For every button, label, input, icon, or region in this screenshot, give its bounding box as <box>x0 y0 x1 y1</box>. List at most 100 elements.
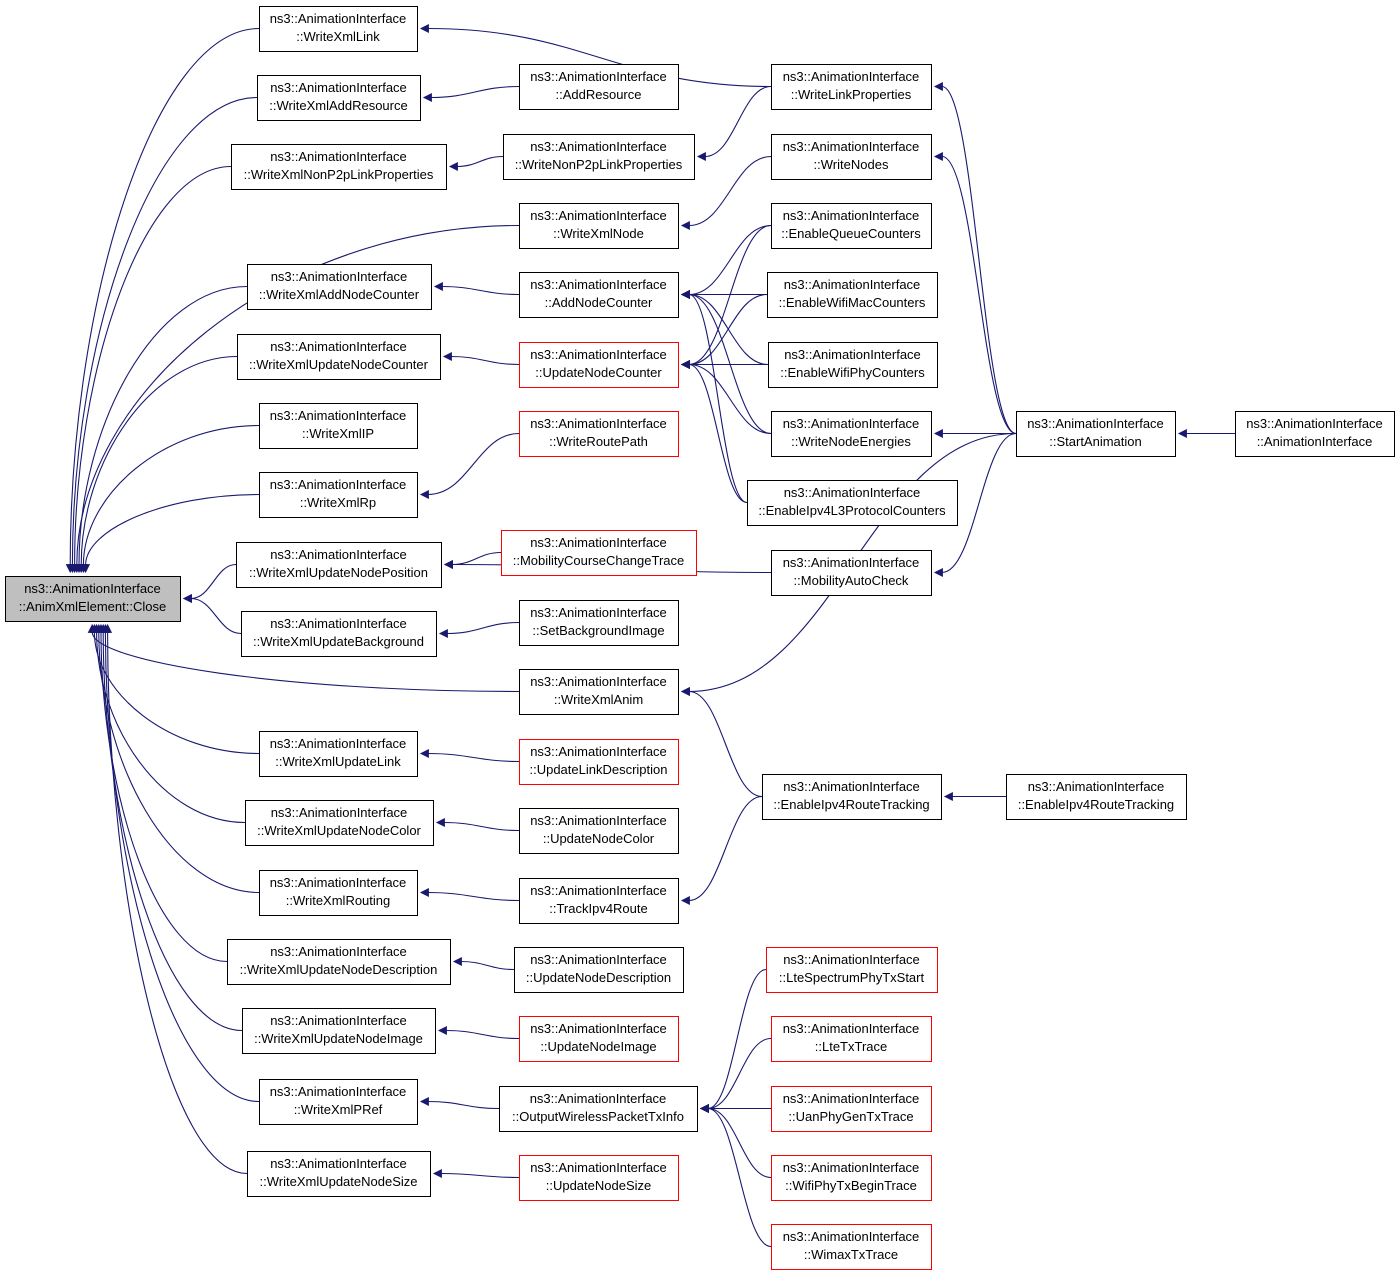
node-namespace-label: ns3::AnimationInterface <box>530 813 667 828</box>
node-track-ipv4-route[interactable]: ns3::AnimationInterface::TrackIpv4Route <box>519 878 679 924</box>
node-lte-spectrum-phy-tx-start[interactable]: ns3::AnimationInterface::LteSpectrumPhyT… <box>766 947 938 993</box>
node-method-label: ::WriteXmlLink <box>296 29 380 44</box>
node-box <box>5 576 181 622</box>
node-write-link-properties[interactable]: ns3::AnimationInterface::WriteLinkProper… <box>771 64 932 110</box>
node-namespace-label: ns3::AnimationInterface <box>783 952 920 967</box>
node-uan-phy-gen-tx-trace[interactable]: ns3::AnimationInterface::UanPhyGenTxTrac… <box>771 1086 932 1132</box>
edge-write-xml-non-p2p-to-close <box>70 165 232 574</box>
edge-write-xml-update-background-to-close <box>182 594 242 635</box>
node-box <box>259 403 418 449</box>
edge-write-xml-update-node-color-to-close <box>92 623 246 824</box>
node-method-label: ::WriteXmlUpdateNodeSize <box>260 1174 418 1189</box>
node-box <box>519 739 679 785</box>
node-method-label: ::WriteXmlUpdateNodeCounter <box>249 357 429 372</box>
node-set-background-image[interactable]: ns3::AnimationInterface::SetBackgroundIm… <box>519 600 679 646</box>
node-write-xml-update-node-image[interactable]: ns3::AnimationInterface::WriteXmlUpdateN… <box>242 1008 436 1054</box>
node-write-nodes[interactable]: ns3::AnimationInterface::WriteNodes <box>771 134 932 180</box>
node-write-xml-link[interactable]: ns3::AnimationInterface::WriteXmlLink <box>259 6 418 52</box>
node-wimax-tx-trace[interactable]: ns3::AnimationInterface::WimaxTxTrace <box>771 1224 932 1270</box>
node-method-label: ::EnableWifiMacCounters <box>779 295 926 310</box>
node-mobility-course-change-trace[interactable]: ns3::AnimationInterface::MobilityCourseC… <box>501 530 697 576</box>
node-namespace-label: ns3::AnimationInterface <box>271 269 408 284</box>
node-lte-tx-trace[interactable]: ns3::AnimationInterface::LteTxTrace <box>771 1016 932 1062</box>
node-method-label: ::WriteXmlUpdateLink <box>275 754 401 769</box>
node-method-label: ::WriteXmlUpdateBackground <box>253 634 424 649</box>
node-namespace-label: ns3::AnimationInterface <box>270 80 407 95</box>
node-enable-wifi-phy-counters[interactable]: ns3::AnimationInterface::EnableWifiPhyCo… <box>768 342 938 388</box>
node-write-non-p2p-link-properties[interactable]: ns3::AnimationInterface::WriteNonP2pLink… <box>503 134 695 180</box>
node-method-label: ::LteTxTrace <box>815 1039 887 1054</box>
node-write-xml-update-link[interactable]: ns3::AnimationInterface::WriteXmlUpdateL… <box>259 731 418 777</box>
node-write-xml-update-node-position[interactable]: ns3::AnimationInterface::WriteXmlUpdateN… <box>236 542 442 588</box>
node-namespace-label: ns3::AnimationInterface <box>1028 779 1165 794</box>
node-write-node-energies[interactable]: ns3::AnimationInterface::WriteNodeEnergi… <box>771 411 932 457</box>
node-write-xml-routing[interactable]: ns3::AnimationInterface::WriteXmlRouting <box>259 870 418 916</box>
node-method-label: ::UpdateLinkDescription <box>529 762 667 777</box>
edge-write-route-path-to-write-xml-rp <box>419 432 520 499</box>
node-start-animation[interactable]: ns3::AnimationInterface::StartAnimation <box>1016 411 1176 457</box>
edge-write-xml-update-node-size-to-close <box>103 623 248 1175</box>
node-method-label: ::WriteXmlRouting <box>286 893 391 908</box>
node-method-label: ::SetBackgroundImage <box>532 623 664 638</box>
node-update-node-size[interactable]: ns3::AnimationInterface::UpdateNodeSize <box>519 1155 679 1201</box>
node-add-resource[interactable]: ns3::AnimationInterface::AddResource <box>519 64 679 110</box>
node-write-xml-pref[interactable]: ns3::AnimationInterface::WriteXmlPRef <box>259 1079 418 1125</box>
node-update-node-counter[interactable]: ns3::AnimationInterface::UpdateNodeCount… <box>519 342 679 388</box>
edge-start-animation-to-write-link-properties <box>933 82 1017 435</box>
edge-update-node-color-to-write-xml-update-node-color <box>435 818 520 832</box>
node-namespace-label: ns3::AnimationInterface <box>1246 416 1383 431</box>
node-close[interactable]: ns3::AnimationInterface::AnimXmlElement:… <box>5 576 181 622</box>
node-write-xml-update-node-size[interactable]: ns3::AnimationInterface::WriteXmlUpdateN… <box>247 1151 431 1197</box>
node-write-xml-non-p2p[interactable]: ns3::AnimationInterface::WriteXmlNonP2pL… <box>231 144 447 190</box>
node-box <box>519 342 679 388</box>
node-enable-queue-counters[interactable]: ns3::AnimationInterface::EnableQueueCoun… <box>771 203 932 249</box>
edge-start-animation-to-mobility-auto-check <box>933 432 1017 577</box>
node-write-xml-update-background[interactable]: ns3::AnimationInterface::WriteXmlUpdateB… <box>241 611 437 657</box>
node-namespace-label: ns3::AnimationInterface <box>784 277 921 292</box>
node-enable-wifi-mac-counters[interactable]: ns3::AnimationInterface::EnableWifiMacCo… <box>767 272 938 318</box>
node-wifi-phy-tx-begin-trace[interactable]: ns3::AnimationInterface::WifiPhyTxBeginT… <box>771 1155 932 1201</box>
edge-output-wireless-packet-tx-info-to-write-xml-pref <box>419 1097 500 1110</box>
node-update-link-description[interactable]: ns3::AnimationInterface::UpdateLinkDescr… <box>519 739 679 785</box>
edge-mobility-course-change-trace-to-write-xml-update-node-position <box>443 551 502 569</box>
node-namespace-label: ns3::AnimationInterface <box>530 535 667 550</box>
node-method-label: ::WriteXmlRp <box>300 495 376 510</box>
node-method-label: ::WriteXmlAnim <box>554 692 643 707</box>
node-output-wireless-packet-tx-info[interactable]: ns3::AnimationInterface::OutputWirelessP… <box>499 1086 698 1132</box>
node-method-label: ::WriteXmlUpdateNodeDescription <box>240 962 438 977</box>
node-write-xml-node[interactable]: ns3::AnimationInterface::WriteXmlNode <box>519 203 679 249</box>
node-write-xml-add-node-counter[interactable]: ns3::AnimationInterface::WriteXmlAddNode… <box>247 264 432 310</box>
node-animation-interface[interactable]: ns3::AnimationInterface::AnimationInterf… <box>1235 411 1395 457</box>
node-box <box>519 878 679 924</box>
node-write-xml-add-resource[interactable]: ns3::AnimationInterface::WriteXmlAddReso… <box>257 75 421 121</box>
node-enable-ipv4-route-tracking-mid[interactable]: ns3::AnimationInterface::EnableIpv4Route… <box>762 774 942 820</box>
edge-write-xml-pref-to-close <box>100 623 260 1103</box>
node-box <box>747 480 958 526</box>
node-namespace-label: ns3::AnimationInterface <box>530 674 667 689</box>
node-enable-ipv4-route-tracking-right[interactable]: ns3::AnimationInterface::EnableIpv4Route… <box>1006 774 1187 820</box>
node-write-xml-update-node-description[interactable]: ns3::AnimationInterface::WriteXmlUpdateN… <box>227 939 451 985</box>
node-update-node-image[interactable]: ns3::AnimationInterface::UpdateNodeImage <box>519 1016 679 1062</box>
node-update-node-color[interactable]: ns3::AnimationInterface::UpdateNodeColor <box>519 808 679 854</box>
node-namespace-label: ns3::AnimationInterface <box>783 416 920 431</box>
node-write-xml-ip[interactable]: ns3::AnimationInterface::WriteXmlIP <box>259 403 418 449</box>
node-enable-ipv4-l3-protocol-counters[interactable]: ns3::AnimationInterface::EnableIpv4L3Pro… <box>747 480 958 526</box>
edge-update-node-size-to-write-xml-update-node-size <box>432 1169 520 1179</box>
node-namespace-label: ns3::AnimationInterface <box>530 1021 667 1036</box>
node-method-label: ::WriteLinkProperties <box>791 87 912 102</box>
node-method-label: ::WriteRoutePath <box>549 434 648 449</box>
node-method-label: ::EnableIpv4RouteTracking <box>773 797 929 812</box>
node-box <box>519 203 679 249</box>
node-update-node-description[interactable]: ns3::AnimationInterface::UpdateNodeDescr… <box>514 947 684 993</box>
node-mobility-auto-check[interactable]: ns3::AnimationInterface::MobilityAutoChe… <box>771 550 932 596</box>
node-write-xml-anim[interactable]: ns3::AnimationInterface::WriteXmlAnim <box>519 669 679 715</box>
node-add-node-counter[interactable]: ns3::AnimationInterface::AddNodeCounter <box>519 272 679 318</box>
node-namespace-label: ns3::AnimationInterface <box>530 416 667 431</box>
node-write-xml-update-node-color[interactable]: ns3::AnimationInterface::WriteXmlUpdateN… <box>245 800 434 846</box>
node-method-label: ::WriteXmlAddNodeCounter <box>259 287 420 302</box>
node-write-xml-rp[interactable]: ns3::AnimationInterface::WriteXmlRp <box>259 472 418 518</box>
edge-start-animation-to-write-nodes <box>933 152 1017 435</box>
node-namespace-label: ns3::AnimationInterface <box>784 347 921 362</box>
node-write-xml-update-node-counter[interactable]: ns3::AnimationInterface::WriteXmlUpdateN… <box>237 334 441 380</box>
node-write-route-path[interactable]: ns3::AnimationInterface::WriteRoutePath <box>519 411 679 457</box>
